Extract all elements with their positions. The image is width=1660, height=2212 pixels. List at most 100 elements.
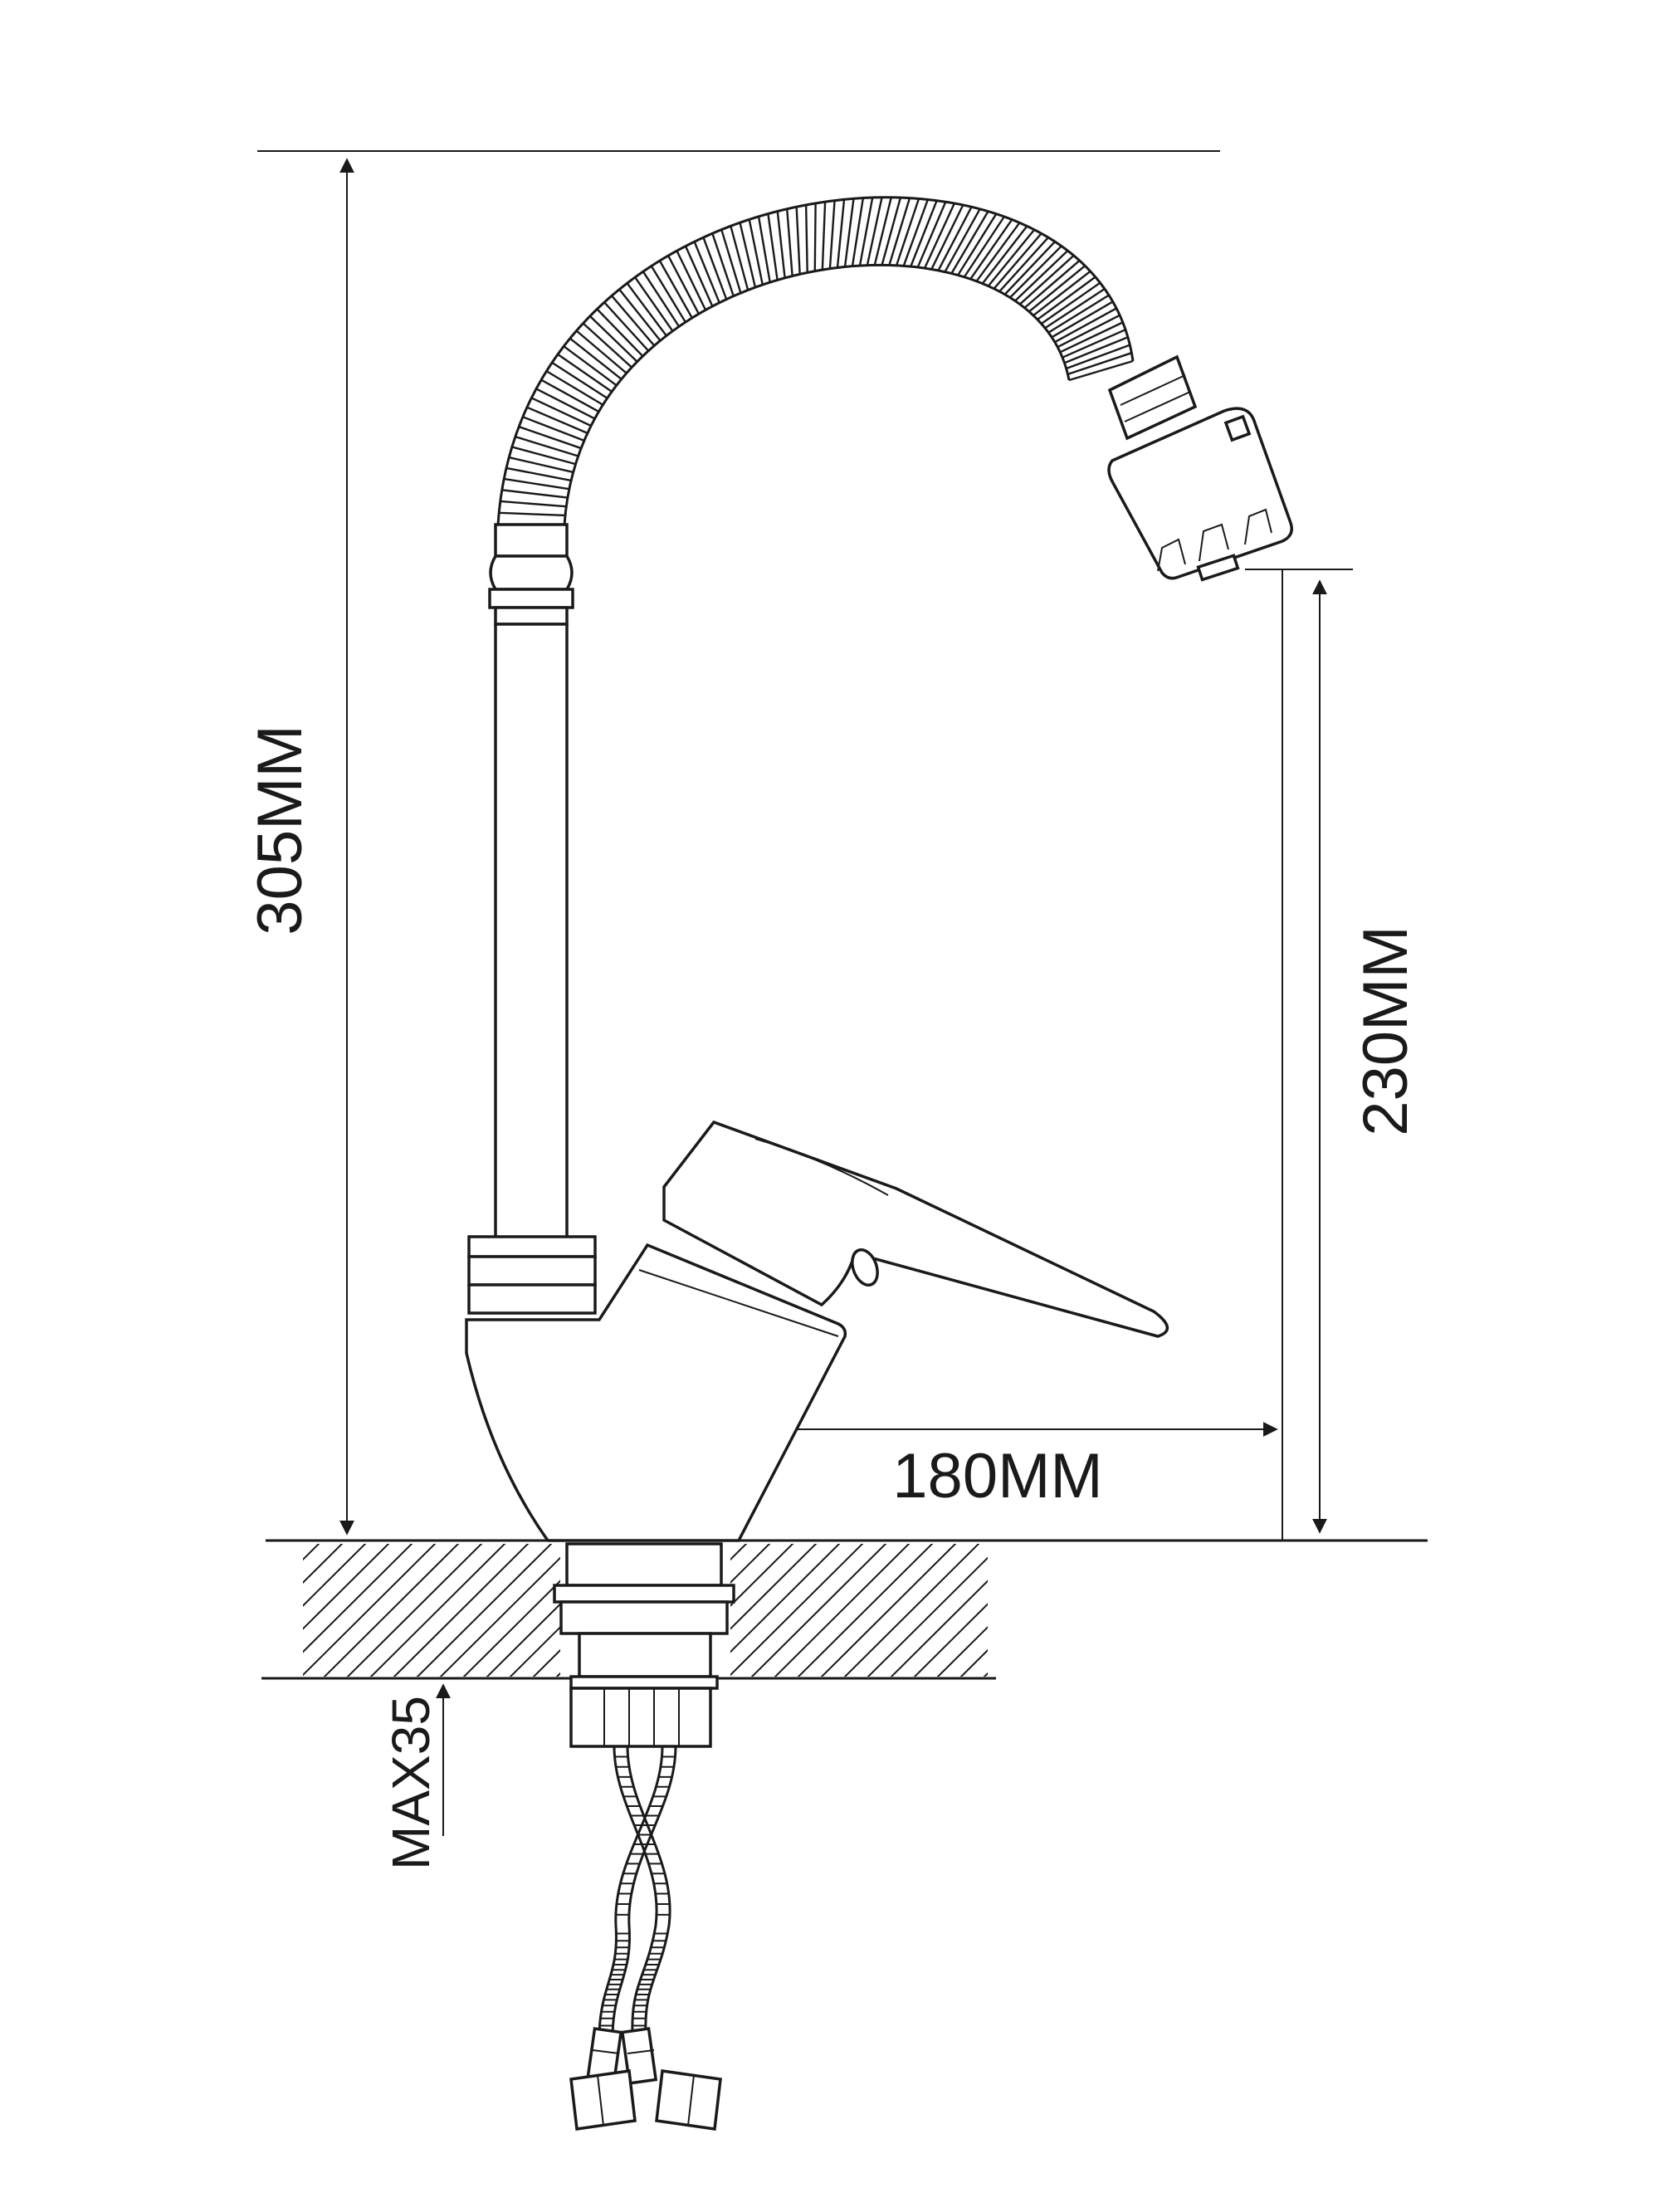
hose-rib	[1003, 241, 1056, 295]
hose-rib	[500, 500, 567, 508]
hatch-stroke	[843, 1544, 980, 1677]
countertop-hatch-right	[730, 1542, 1143, 1678]
supply-hoses	[569, 1746, 722, 2131]
hatch-stroke	[486, 1603, 560, 1677]
hose-rib	[1019, 254, 1075, 305]
hatch-stroke	[303, 1544, 344, 1585]
hose-rib	[499, 511, 566, 517]
hose-rib	[1037, 276, 1096, 320]
hose-rib	[910, 200, 938, 267]
hose-rib	[930, 204, 964, 270]
hose-rib	[522, 416, 585, 442]
riser-pipe	[494, 623, 569, 1240]
hatch-stroke	[867, 1556, 988, 1677]
hose-rib	[795, 207, 801, 275]
hatch-stroke	[1006, 1542, 1143, 1678]
hose-rib	[981, 225, 1028, 285]
hose-rib	[530, 397, 592, 427]
hose-rib	[611, 295, 656, 347]
hose-rib	[836, 199, 846, 268]
hose-rib	[828, 200, 836, 269]
hose-rib	[720, 229, 742, 294]
hose-rib	[1062, 329, 1126, 359]
hose-rib	[1067, 352, 1132, 376]
hose-rib	[563, 345, 618, 387]
hatch-stroke	[346, 1544, 483, 1677]
mixer-body	[465, 1243, 847, 1542]
hose-rib	[1057, 314, 1120, 349]
spout-collar	[488, 523, 574, 626]
hatch-stroke	[439, 1556, 560, 1677]
hose-rib	[866, 197, 883, 266]
hose-rib	[501, 489, 569, 499]
hose-rib	[843, 198, 855, 267]
hose-rib	[776, 211, 786, 279]
hose-rib	[551, 361, 608, 399]
hose-rib	[626, 282, 667, 337]
hatch-stroke	[303, 1544, 413, 1653]
hatch-stroke	[820, 1544, 957, 1677]
hatch-stroke	[532, 1648, 560, 1677]
hose-rib	[739, 222, 757, 288]
hose-rib	[575, 330, 627, 374]
hatch-stroke	[369, 1544, 506, 1677]
hose-rib	[987, 228, 1036, 287]
hose-rib	[667, 255, 700, 315]
hose-rib	[569, 337, 622, 380]
spray-head	[1107, 354, 1293, 582]
hatch-stroke	[730, 1544, 841, 1653]
mixer-body-edge	[638, 1269, 839, 1337]
hose-rib	[1009, 245, 1062, 299]
hatch-stroke	[750, 1544, 887, 1677]
hose-rib	[944, 208, 981, 273]
hose-rib	[804, 204, 808, 273]
hatch-stroke	[323, 1544, 460, 1677]
hatch-stroke	[774, 1544, 911, 1677]
hatch-stroke	[462, 1580, 560, 1677]
hose-rib	[511, 446, 576, 466]
hose-rib	[526, 406, 588, 434]
hose-rib	[757, 216, 771, 283]
hose-rib	[950, 211, 989, 275]
hatch-stroke	[393, 1544, 530, 1677]
hatch-stroke	[303, 1544, 320, 1561]
hose-rib	[730, 226, 749, 291]
hose-rib	[916, 201, 947, 268]
hose-rib	[505, 466, 572, 482]
hose-rib	[888, 198, 911, 266]
hose-rib	[596, 308, 644, 357]
hatch-stroke	[730, 1544, 818, 1630]
hatch-stroke	[416, 1544, 553, 1677]
hose-rib	[813, 203, 817, 271]
hose-rib	[969, 218, 1013, 280]
hose-rib	[515, 435, 579, 457]
hatch-stroke	[983, 1672, 988, 1677]
hatch-stroke	[730, 1544, 794, 1607]
hose-rib	[634, 276, 674, 332]
hose-rib	[650, 265, 686, 323]
hose-rib	[873, 197, 892, 266]
hose-rib	[1047, 294, 1110, 334]
hose-rib	[1023, 259, 1081, 309]
hose-rib	[923, 203, 955, 269]
max-thickness-label: MAX35	[381, 1696, 441, 1870]
reach-label: 180MM	[892, 1441, 1102, 1511]
hatch-stroke	[303, 1544, 437, 1677]
hose-rib	[1064, 336, 1129, 364]
hose-rib	[540, 378, 599, 413]
hatch-stroke	[509, 1625, 560, 1677]
lower-collar	[467, 1235, 597, 1315]
hose-rib	[963, 216, 1005, 278]
hose-rib	[508, 456, 574, 474]
hatch-stroke	[730, 1544, 864, 1677]
hatch-stroke	[936, 1625, 988, 1677]
flexible-spout-hose	[496, 196, 1135, 526]
hose-rib	[642, 271, 681, 328]
hose-rib	[902, 198, 930, 266]
hose-rib	[702, 237, 728, 300]
hose-rib	[1044, 288, 1106, 330]
hose-rib	[858, 197, 874, 266]
hose-rib	[748, 219, 764, 286]
hatch-stroke	[160, 1542, 297, 1678]
